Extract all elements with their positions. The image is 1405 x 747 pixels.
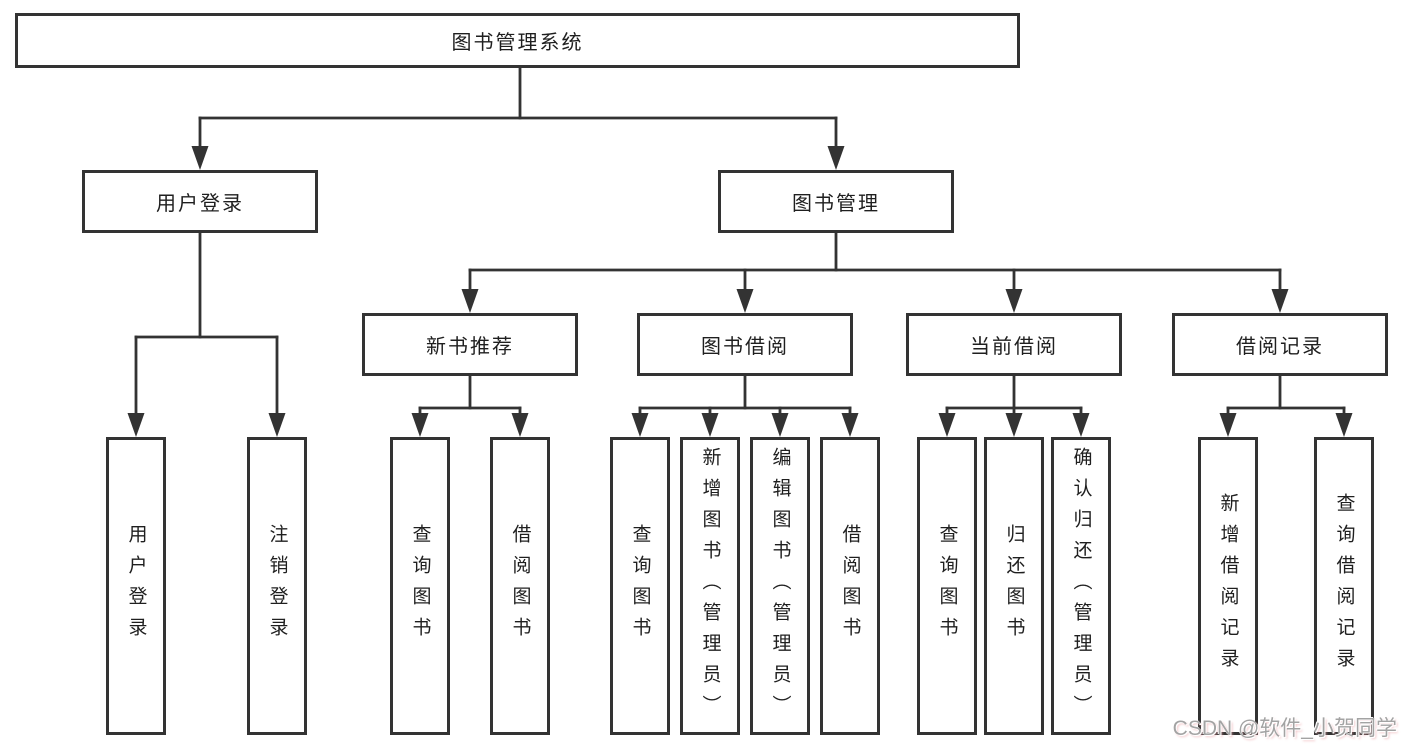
arrow-down-icon [191,146,209,170]
arrow-down-icon [1072,413,1090,437]
leaf-user-login: 用户登录 [106,437,166,735]
arrow-down-icon [1005,289,1023,313]
leaf-confirm-return-admin: 确认归还（管理员） [1051,437,1111,735]
watermark-csdn: CSDN @软件_小贺同学 [1172,717,1397,740]
node-label: 新增借阅记录 [1217,493,1239,679]
arrow-down-icon [1219,413,1237,437]
arrow-down-icon [411,413,429,437]
leaf-query-books-borrowing: 查询图书 [610,437,670,735]
node-label: 查询图书 [629,524,651,648]
connector-current-borrowing [938,374,1090,437]
node-label: 编辑图书（管理员） [769,446,791,726]
arrow-down-icon [827,146,845,170]
node-label: 归还图书 [1003,524,1025,648]
connector-borrowing-records [1219,374,1353,437]
node-user-login: 用户登录 [82,170,318,233]
arrow-down-icon [511,413,529,437]
node-label: 新增图书（管理员） [699,446,721,726]
arrow-down-icon [938,413,956,437]
arrow-down-icon [841,413,859,437]
node-label: 新书推荐 [426,336,514,358]
leaf-query-borrow-record: 查询借阅记录 [1314,437,1374,735]
node-library-system: 图书管理系统 [15,13,1020,68]
arrow-down-icon [631,413,649,437]
leaf-edit-books-admin: 编辑图书（管理员） [750,437,810,735]
node-new-book-recommend: 新书推荐 [362,313,578,376]
arrow-down-icon [268,413,286,437]
node-book-management: 图书管理 [718,170,954,233]
node-label: 确认归还（管理员） [1070,446,1092,726]
node-book-borrowing: 图书借阅 [637,313,853,376]
arrow-down-icon [736,289,754,313]
node-label: 用户登录 [156,193,244,215]
arrow-down-icon [1335,413,1353,437]
node-label: 图书借阅 [701,336,789,358]
node-label: 注销登录 [266,524,288,648]
leaf-query-books-recommend: 查询图书 [390,437,450,735]
connector-book-borrowing [631,374,859,437]
arrow-down-icon [771,413,789,437]
node-borrowing-records: 借阅记录 [1172,313,1388,376]
arrow-down-icon [1005,413,1023,437]
node-label: 查询图书 [409,524,431,648]
leaf-add-borrow-record: 新增借阅记录 [1198,437,1258,735]
leaf-return-books: 归还图书 [984,437,1044,735]
arrow-down-icon [461,289,479,313]
arrow-down-icon [1271,289,1289,313]
node-current-borrowing: 当前借阅 [906,313,1122,376]
node-label: 当前借阅 [970,336,1058,358]
leaf-borrow-books-recommend: 借阅图书 [490,437,550,735]
leaf-add-books-admin: 新增图书（管理员） [680,437,740,735]
connector-root [191,66,845,170]
arrow-down-icon [701,413,719,437]
connector-user-login [127,231,286,437]
node-label: 图书管理 [792,193,880,215]
node-label: 图书管理系统 [451,32,584,54]
node-label: 借阅图书 [839,524,861,648]
arrow-down-icon [127,413,145,437]
leaf-borrow-books-borrowing: 借阅图书 [820,437,880,735]
connector-new-book-recommend [411,374,529,437]
node-label: 借阅记录 [1236,336,1324,358]
node-label: 用户登录 [125,524,147,648]
node-label: 查询借阅记录 [1333,493,1355,679]
leaf-logout: 注销登录 [247,437,307,735]
node-label: 查询图书 [936,524,958,648]
connector-book-management [461,231,1289,313]
leaf-query-books-current: 查询图书 [917,437,977,735]
node-label: 借阅图书 [509,524,531,648]
